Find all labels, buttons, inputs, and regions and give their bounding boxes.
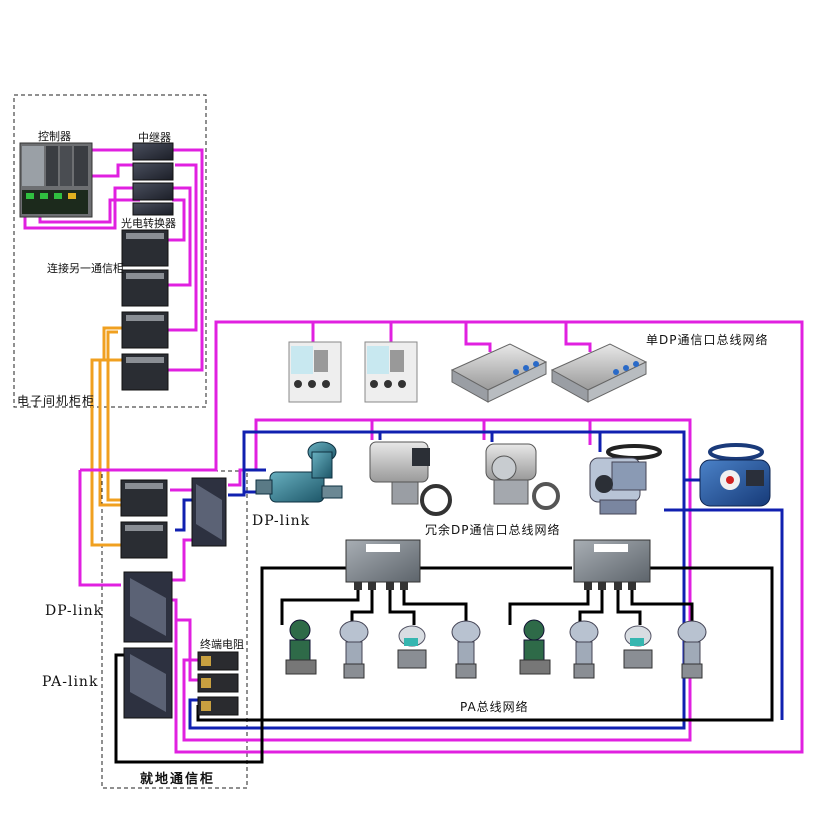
- pa-link-module: [123, 647, 173, 719]
- single-dp-network-label: 单DP通信口总线网络: [646, 333, 769, 347]
- electric-actuator-1: [369, 441, 452, 516]
- transmitter-5: [519, 619, 551, 675]
- transmitter-2: [339, 620, 369, 679]
- dp-link-module-redundant: [191, 477, 227, 547]
- transmitter-6: [569, 620, 599, 679]
- oe-converter-stack: [121, 229, 169, 391]
- oe-converter-label: 光电转换器: [121, 217, 176, 230]
- electric-actuator-3: [589, 444, 662, 515]
- redundant-dp-network-label: 冗余DP通信口总线网络: [425, 523, 561, 537]
- pa-link-label: PA-link: [42, 674, 99, 690]
- dp-link-label-right: DP-link: [252, 513, 311, 529]
- connect-other-cabinet-label: 连接另一通信柜: [47, 262, 124, 275]
- transmitter-3: [397, 625, 427, 669]
- profibus-dp-cables: [23, 148, 804, 754]
- transmitter-8: [677, 620, 707, 679]
- field-cabinet-label: 就地通信柜: [140, 772, 216, 787]
- dp-link-module: [123, 571, 173, 643]
- electric-actuator-blue: [699, 443, 771, 507]
- valve-terminal-2: [550, 343, 648, 403]
- pa-junction-box-1: [345, 539, 421, 590]
- valve-actuator-teal: [255, 441, 343, 503]
- transmitter-1: [285, 619, 317, 675]
- motor-protector-1: [288, 341, 342, 403]
- field-oe-converters: [120, 479, 168, 559]
- terminal-resistor-label: 终端电阻: [200, 638, 244, 651]
- valve-terminal-1: [450, 343, 548, 403]
- fiber-cables: [90, 326, 122, 547]
- pa-network-label: PA总线网络: [460, 700, 529, 714]
- pa-junction-box-2: [573, 539, 651, 590]
- transmitter-7: [623, 625, 653, 669]
- controller-label: 控制器: [38, 130, 71, 143]
- transmitter-4: [451, 620, 481, 679]
- repeater-stack: [132, 142, 174, 216]
- dp-link-label-left: DP-link: [45, 603, 104, 619]
- electronic-room-cabinet-label: 电子间机柜柜: [17, 394, 96, 408]
- repeater-label: 中继器: [138, 131, 171, 144]
- pa-bus-cables: [114, 566, 774, 764]
- electric-actuator-2: [485, 443, 560, 510]
- terminal-resistors: [197, 651, 239, 716]
- motor-protector-2: [364, 341, 418, 403]
- controller: [19, 142, 93, 218]
